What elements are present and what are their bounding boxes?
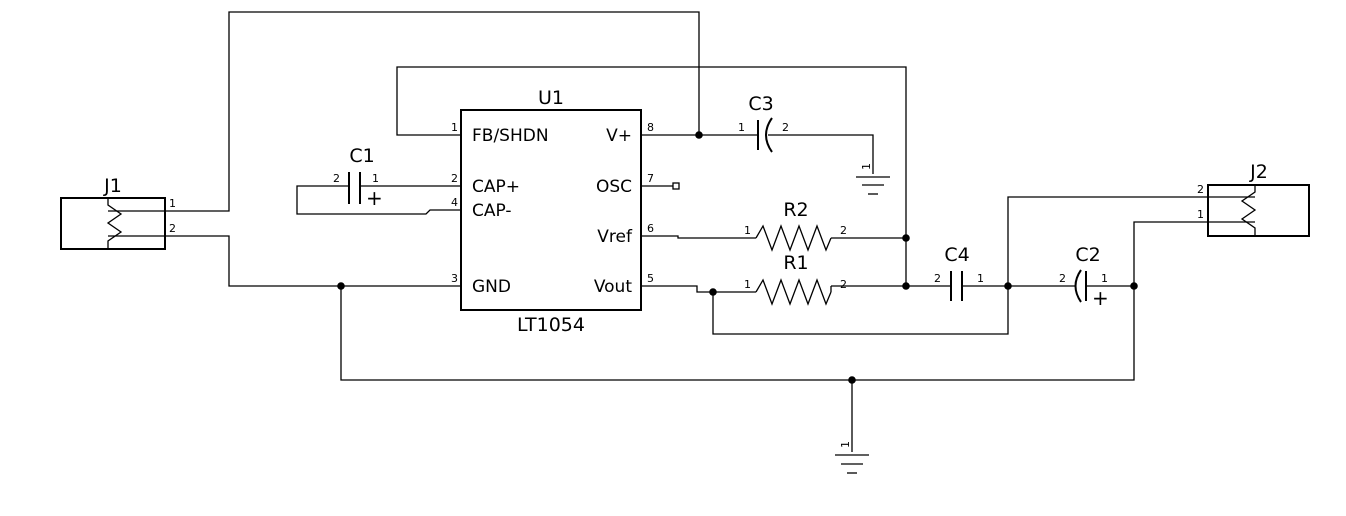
c2-pin-num: 1 [1101, 272, 1108, 285]
u1-pin-num: 8 [647, 121, 654, 134]
r1-ref: R1 [783, 252, 808, 274]
j2-connector: J2 2 1 [1197, 161, 1310, 237]
c1-pin-num: 2 [333, 172, 340, 185]
j2-ref: J2 [1249, 161, 1268, 183]
ground-symbol-top: 1 [856, 163, 890, 195]
u1-pin-label: Vref [597, 227, 633, 247]
junction-dot [848, 376, 856, 384]
junction-dot [337, 282, 345, 290]
u1-pin-label: OSC [596, 177, 632, 197]
u1-pin-num: 3 [451, 272, 458, 285]
j1-connector: J1 1 2 [60, 175, 176, 250]
c4-pin-num: 2 [934, 272, 941, 285]
wire-c1-capminus [296, 185, 461, 215]
c3-ref: C3 [748, 93, 773, 115]
j2-pin-num: 2 [1197, 183, 1204, 196]
c3-pin-num: 1 [738, 121, 745, 134]
junction-dot [902, 234, 910, 242]
r1-pin-num: 2 [840, 278, 847, 291]
r1-resistor: R1 1 2 [744, 252, 847, 306]
c1-pin-num: 1 [372, 172, 379, 185]
j1-pin-num: 1 [169, 197, 176, 210]
u1-pin-num: 2 [451, 172, 458, 185]
c4-ref: C4 [944, 244, 969, 266]
u1-pin-label: Vout [594, 277, 632, 297]
c2-ref: C2 [1075, 244, 1100, 266]
u1-pin-label: V+ [606, 126, 632, 146]
c2-pin-num: 2 [1059, 272, 1066, 285]
junction-dot [1004, 282, 1012, 290]
ground-pin-num: 1 [860, 163, 873, 170]
u1-part: LT1054 [517, 314, 585, 336]
r1-zigzag [755, 278, 832, 306]
j1-ref: J1 [103, 175, 122, 197]
wire-j1-vplus [165, 11, 700, 212]
wire-vout-loop [712, 286, 1009, 335]
u1-pin-label: FB/SHDN [472, 126, 549, 146]
j1-body [60, 197, 166, 250]
junction-dot [709, 288, 717, 296]
c2-capacitor: C2 2 1 + [1059, 244, 1109, 310]
u1-pin-label: GND [472, 277, 511, 297]
wire-vref-r2 [641, 235, 756, 239]
junction-dot [695, 131, 703, 139]
c1-polarity: + [366, 186, 383, 210]
r1-pin-num: 1 [744, 278, 751, 291]
c3-capacitor: C3 1 2 [738, 93, 789, 153]
c3-pin-num: 2 [782, 121, 789, 134]
junction-dot [1130, 282, 1138, 290]
wire-fb-loop [396, 66, 907, 286]
u1-pin-num: 5 [647, 272, 654, 285]
c4-pin-num: 1 [977, 272, 984, 285]
r2-pin-num: 1 [744, 224, 751, 237]
ground-symbol-bottom: 1 [835, 441, 869, 474]
wires [165, 11, 1208, 452]
u1-pin-num: 1 [451, 121, 458, 134]
u1-pin-num: 4 [451, 196, 458, 209]
junctions [337, 131, 1138, 384]
wire-j1-gnd [165, 235, 461, 287]
r2-resistor: R2 1 2 [744, 199, 847, 252]
osc-noconnect-marker [672, 182, 680, 190]
c2-polarity: + [1092, 286, 1109, 310]
u1-pin-label: CAP+ [472, 177, 520, 197]
c3-plate-curved [765, 117, 773, 153]
c1-capacitor: C1 2 1 + [333, 145, 383, 210]
j2-pin-num: 1 [1197, 208, 1204, 221]
wire-j2p1-bus [340, 221, 1208, 381]
r2-ref: R2 [783, 199, 808, 221]
wire-c3-gnd [768, 134, 874, 174]
wire-node-j2p2 [1007, 196, 1208, 286]
wire-vout-r1 [641, 285, 756, 293]
u1-body [460, 109, 642, 311]
j2-contact-zigzag [1240, 185, 1257, 236]
r2-zigzag [755, 224, 832, 252]
c1-ref: C1 [349, 145, 374, 167]
u1-pin-label: CAP- [472, 201, 512, 221]
c4-capacitor: C4 2 1 [934, 244, 984, 301]
u1-pin-num: 6 [647, 222, 654, 235]
junction-dot [902, 282, 910, 290]
u1-ref: U1 [538, 87, 564, 109]
c2-plate-curved [1074, 269, 1082, 303]
r2-pin-num: 2 [840, 224, 847, 237]
j1-contact-zigzag [106, 198, 123, 249]
u1-pin-num: 7 [647, 172, 654, 185]
j1-pin-num: 2 [169, 222, 176, 235]
j2-body [1207, 184, 1310, 237]
u1-ic: U1 LT1054 1 FB/SHDN 2 CAP+ 4 CAP- 3 GND … [451, 87, 680, 336]
ground-pin-num: 1 [839, 441, 852, 448]
